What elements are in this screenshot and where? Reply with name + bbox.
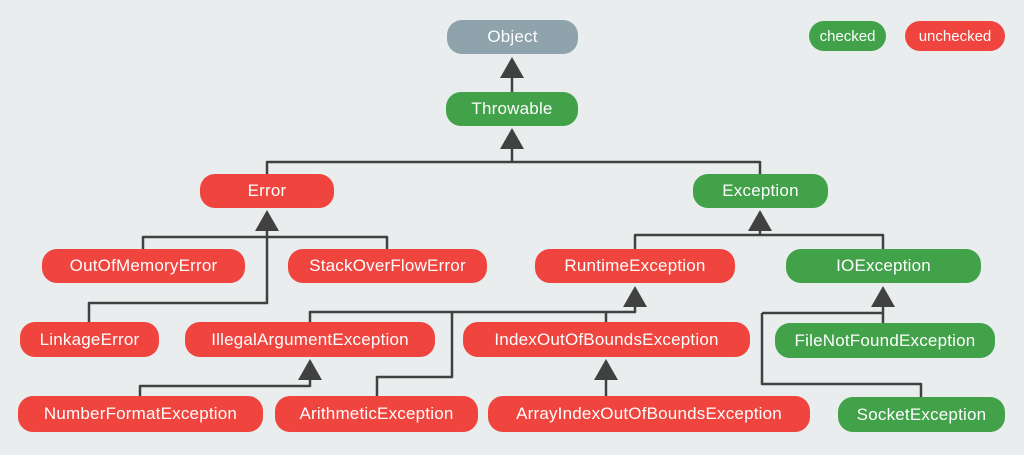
node-arithmetic-exception: ArithmeticException	[275, 396, 478, 432]
connector-line	[138, 373, 312, 396]
node-array-index-out-of-bounds-exception: ArrayIndexOutOfBoundsException	[488, 396, 810, 432]
legend-unchecked-pill: unchecked	[905, 21, 1005, 51]
node-stack-over-flow-error: StackOverFlowError	[288, 249, 487, 283]
node-runtime-exception: RuntimeException	[535, 249, 735, 283]
arrowhead-up-icon	[298, 359, 322, 380]
arrowhead-up-icon	[623, 286, 647, 307]
arrowhead-up-icon	[871, 286, 895, 307]
node-index-out-of-bounds-exception: IndexOutOfBoundsException	[463, 322, 750, 357]
node-linkage-error: LinkageError	[20, 322, 159, 357]
node-io-exception: IOException	[786, 249, 981, 283]
connector-line	[633, 233, 885, 249]
node-exception: Exception	[693, 174, 828, 208]
node-socket-exception: SocketException	[838, 397, 1005, 432]
legend-checked-pill: checked	[809, 21, 886, 51]
node-error: Error	[200, 174, 334, 208]
node-out-of-memory-error: OutOfMemoryError	[42, 249, 245, 283]
connector-line	[375, 312, 454, 396]
node-illegal-argument-exception: IllegalArgumentException	[185, 322, 435, 357]
arrowhead-up-icon	[594, 359, 618, 380]
connector-line	[760, 313, 923, 397]
node-number-format-exception: NumberFormatException	[18, 396, 263, 432]
node-throwable: Throwable	[446, 92, 578, 126]
arrowhead-up-icon	[500, 128, 524, 149]
connector-line	[141, 235, 389, 249]
arrowhead-up-icon	[500, 57, 524, 78]
arrowhead-up-icon	[255, 210, 279, 231]
connector-line	[265, 160, 762, 174]
node-object: Object	[447, 20, 578, 54]
node-file-not-found-exception: FileNotFoundException	[775, 323, 995, 358]
connector-line	[87, 237, 269, 322]
arrowhead-up-icon	[748, 210, 772, 231]
connector-line	[308, 298, 637, 322]
